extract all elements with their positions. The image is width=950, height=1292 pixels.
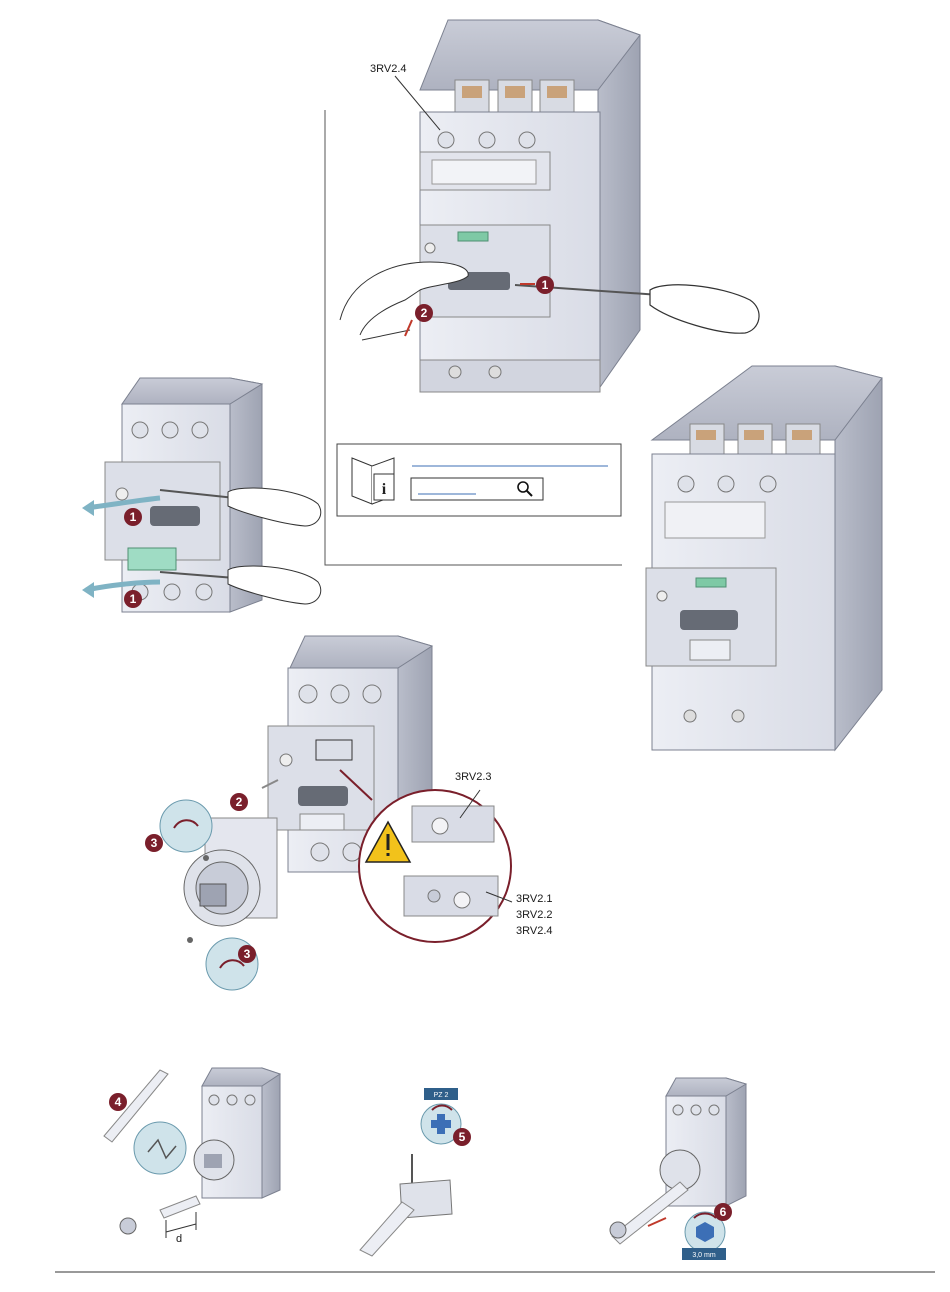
step-badge-2-middle: 2 [230,793,248,811]
info-box: i [337,444,621,516]
bit-label-hex: 3,0 mm [692,1252,716,1259]
label-3rv2-4-top: 3RV2.4 [370,63,407,75]
svg-text:6: 6 [720,1205,727,1219]
bit-label-pz2: PZ 2 [434,1092,449,1099]
svg-text:i: i [382,481,387,498]
step-badge-3-upper: 3 [145,834,163,852]
label-3rv2-1: 3RV2.1 [516,893,553,905]
svg-text:5: 5 [459,1130,466,1144]
step-badge-5: 5 [453,1128,471,1146]
step-badge-1-left-b: 1 [124,590,142,608]
svg-text:4: 4 [115,1095,122,1109]
right-breaker-figure [646,366,882,750]
step-badge-4: 4 [109,1093,127,1111]
left-breaker-figure [82,378,321,612]
bottom-figure-4 [104,1068,280,1238]
svg-text:2: 2 [421,306,428,320]
dimension-d: d [176,1233,182,1245]
label-3rv2-2: 3RV2.2 [516,909,553,921]
svg-text:1: 1 [542,278,549,292]
svg-text:1: 1 [130,510,137,524]
svg-text:2: 2 [236,795,243,809]
bottom-figure-5 [360,1088,461,1256]
step-badge-3-lower: 3 [238,945,256,963]
step-badge-1-top: 1 [536,276,554,294]
middle-breaker-figure [160,636,512,990]
bottom-figure-6 [610,1078,746,1260]
step-badge-2-top: 2 [415,304,433,322]
svg-text:3: 3 [244,947,251,961]
step-badge-6: 6 [714,1203,732,1221]
svg-text:1: 1 [130,592,137,606]
step-badge-1-left-a: 1 [124,508,142,526]
label-3rv2-4-detail: 3RV2.4 [516,925,553,937]
label-3rv2-3: 3RV2.3 [455,771,492,783]
svg-text:3: 3 [151,836,158,850]
